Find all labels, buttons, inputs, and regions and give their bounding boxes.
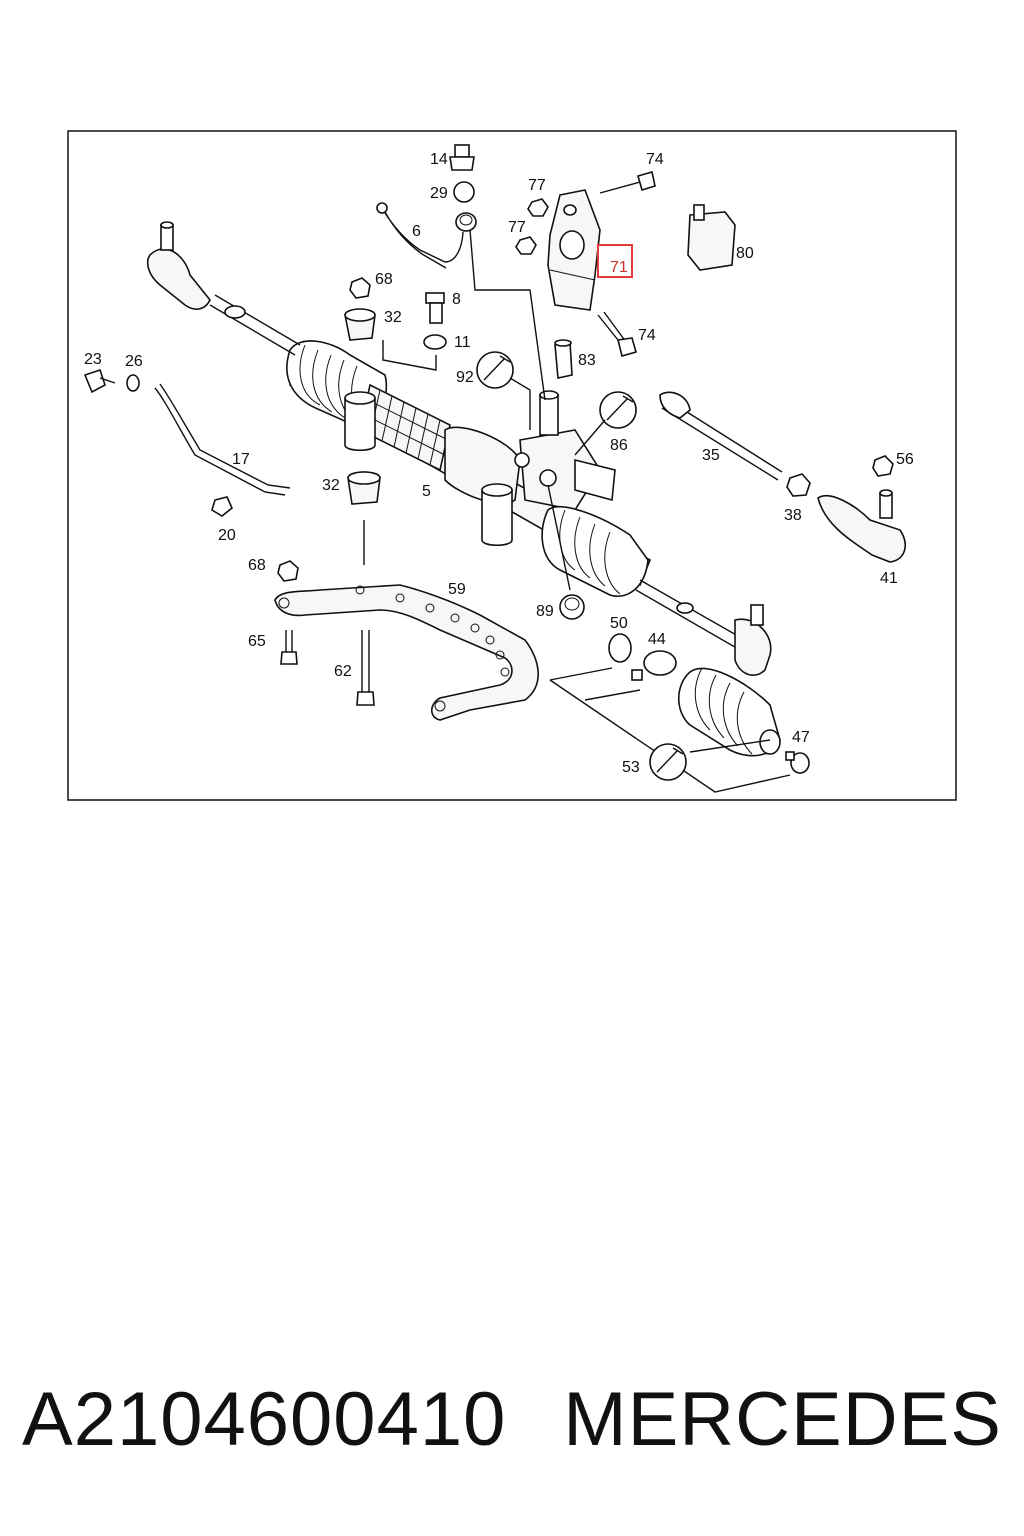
- label-44: 44: [648, 631, 666, 648]
- part-59-bracket: [274, 584, 539, 721]
- part-89-seal: [559, 594, 585, 620]
- label-56: 56: [896, 451, 914, 468]
- label-62: 62: [334, 663, 352, 680]
- footer: A2104600410 MERCEDES: [0, 1370, 1024, 1470]
- part-14-bolt: [449, 144, 475, 171]
- part-32-mount-top: [344, 308, 376, 341]
- label-59: 59: [448, 581, 466, 598]
- label-6: 6: [412, 223, 421, 240]
- label-68-bottom: 68: [248, 557, 266, 574]
- part-35-inner-tie-rod: [659, 391, 783, 481]
- label-5: 5: [422, 483, 431, 500]
- part-number: A2104600410: [22, 1377, 507, 1462]
- part-41-tie-rod-end: [817, 489, 906, 563]
- label-50: 50: [610, 615, 628, 632]
- label-14: 14: [430, 151, 448, 168]
- wrench-86: [599, 391, 637, 429]
- part-6-pipe: [381, 207, 464, 269]
- wrench-53: [649, 743, 687, 781]
- right-bellows: [541, 506, 649, 597]
- part-26-washer: [126, 374, 140, 392]
- part-20-bolt: [211, 496, 233, 517]
- part-boot: [678, 667, 781, 757]
- part-8-plug: [425, 292, 445, 324]
- label-26: 26: [125, 353, 143, 370]
- label-68-top: 68: [375, 271, 393, 288]
- label-83: 83: [578, 352, 596, 369]
- label-32-top: 32: [384, 309, 402, 326]
- label-74-mid: 74: [638, 327, 656, 344]
- label-35: 35: [702, 447, 720, 464]
- part-80-cover: [687, 204, 736, 271]
- label-77-b: 77: [508, 219, 526, 236]
- label-38: 38: [784, 507, 802, 524]
- label-41: 41: [880, 570, 898, 587]
- label-47: 47: [792, 729, 810, 746]
- brand-name: MERCEDES: [563, 1377, 1002, 1462]
- part-74-bolt-mid: [597, 311, 637, 357]
- part-23-screw: [83, 368, 116, 394]
- label-23: 23: [84, 351, 102, 368]
- part-77-nut-b: [515, 236, 537, 255]
- part-83-sleeve: [554, 339, 573, 379]
- wrench-92: [476, 351, 514, 389]
- part-77-nut-a: [527, 198, 549, 217]
- part-56-nut: [872, 455, 894, 477]
- part-31-seal: [455, 212, 477, 232]
- label-71: 71: [610, 259, 628, 276]
- highlight-box-71: [597, 244, 633, 278]
- label-77-a: 77: [528, 177, 546, 194]
- part-17-pipe: [154, 383, 291, 496]
- label-20: 20: [218, 527, 236, 544]
- part-65-bolt: [280, 630, 298, 665]
- label-80: 80: [736, 245, 754, 262]
- part-29-ring: [453, 181, 475, 203]
- label-17: 17: [232, 451, 250, 468]
- part-74-bolt-top: [599, 170, 656, 194]
- label-53: 53: [622, 759, 640, 776]
- part-11-oring: [423, 334, 447, 350]
- part-coupling-housing: [547, 189, 601, 311]
- label-11: 11: [454, 334, 471, 351]
- part-44-clamp: [631, 650, 677, 681]
- part-50-ring: [608, 633, 632, 663]
- label-8: 8: [452, 291, 461, 308]
- label-86: 86: [610, 437, 628, 454]
- label-65: 65: [248, 633, 266, 650]
- part-47-clamp: [785, 751, 810, 774]
- label-32-bottom: 32: [322, 477, 340, 494]
- label-92: 92: [456, 369, 474, 386]
- label-89: 89: [536, 603, 554, 620]
- part-32-mount-bottom: [347, 471, 381, 505]
- label-29: 29: [430, 185, 448, 202]
- part-68-nut-top: [349, 277, 371, 299]
- label-74-top: 74: [646, 151, 664, 168]
- part-62-bolt: [356, 630, 375, 706]
- rack-housing: [146, 221, 772, 676]
- part-38-nut: [786, 473, 811, 497]
- part-68-nut-bottom: [277, 560, 299, 582]
